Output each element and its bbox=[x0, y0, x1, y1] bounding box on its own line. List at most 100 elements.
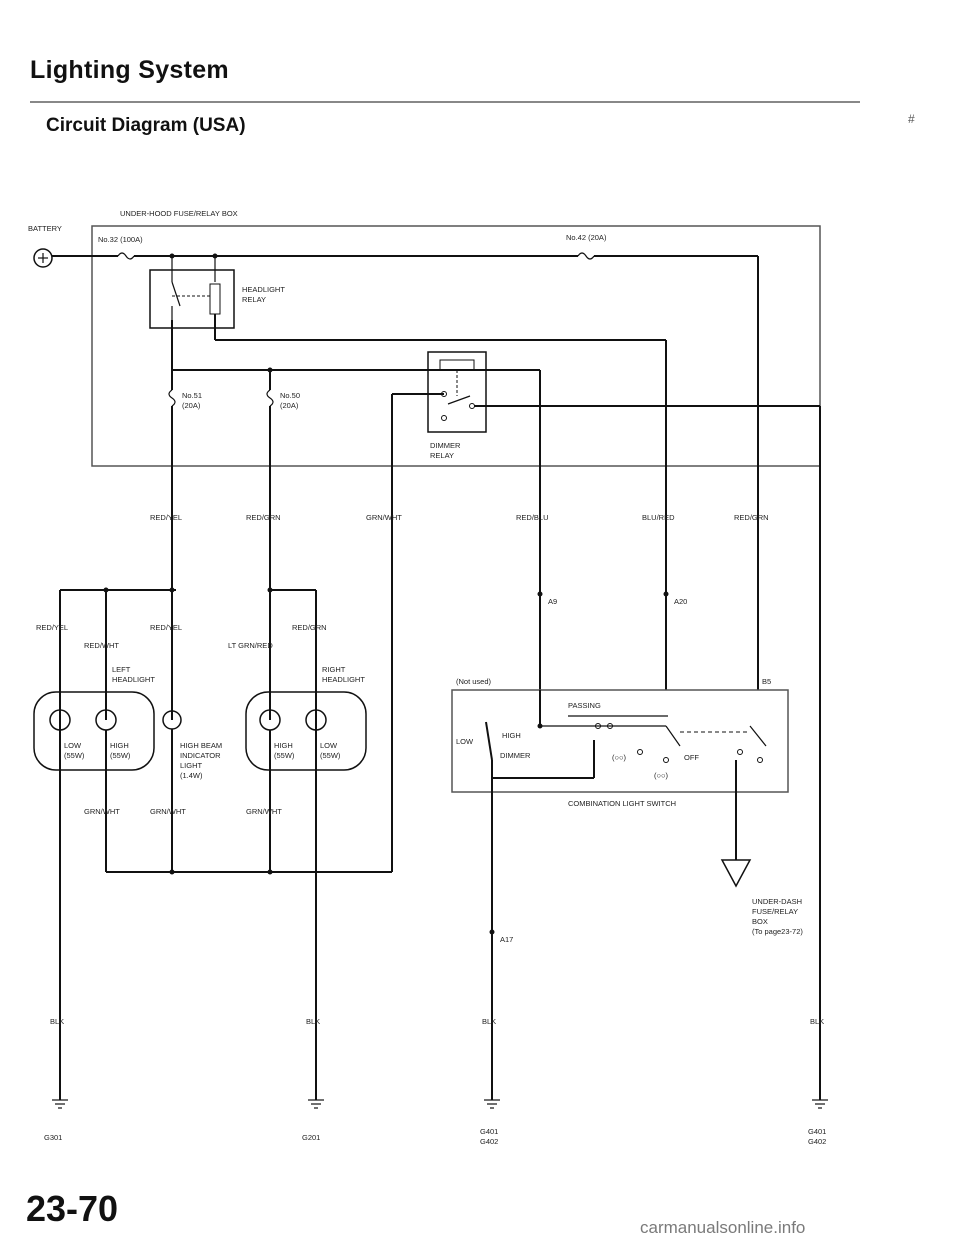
watermark: carmanualsonline.info bbox=[640, 1218, 806, 1237]
ground-symbol-2 bbox=[308, 1099, 324, 1109]
switch-main-contact bbox=[665, 725, 681, 747]
connector-b5: B5 bbox=[762, 677, 771, 686]
headlight-relay-box bbox=[149, 269, 235, 329]
switch-pos1-label: (○○) bbox=[612, 753, 627, 762]
relay-coil bbox=[209, 283, 221, 315]
right-headlight-label-1: RIGHT bbox=[322, 665, 346, 674]
junction-dot bbox=[103, 587, 109, 593]
underdash-label-4: (To page23-72) bbox=[752, 927, 803, 936]
switch-terminal-1 bbox=[595, 723, 601, 729]
ground-g401b-1: G401 bbox=[808, 1127, 826, 1136]
right-low-label-2: (55W) bbox=[320, 751, 341, 760]
label-grn-wht-1: GRN/WHT bbox=[84, 807, 120, 816]
label-red-blu: RED/BLU bbox=[516, 513, 549, 522]
junction-dot bbox=[537, 723, 543, 729]
page-title: Lighting System bbox=[30, 56, 229, 84]
junction-dot bbox=[663, 591, 669, 597]
left-low-label-1: LOW bbox=[64, 741, 82, 750]
section-title: Circuit Diagram (USA) bbox=[46, 115, 246, 136]
bulb-right-low bbox=[305, 709, 327, 731]
left-headlight-label-1: LEFT bbox=[112, 665, 131, 674]
dimmer-terminal-2 bbox=[441, 415, 447, 421]
fuse32-symbol bbox=[117, 252, 135, 260]
junction-dot bbox=[267, 587, 273, 593]
dimmer-relay-box bbox=[427, 351, 487, 433]
ground-g201: G201 bbox=[302, 1133, 320, 1142]
left-headlight-label-2: HEADLIGHT bbox=[112, 675, 155, 684]
fuse42-symbol bbox=[577, 252, 595, 260]
switch-terminal-4 bbox=[663, 757, 669, 763]
indicator-label-2: INDICATOR bbox=[180, 751, 221, 760]
left-low-label-2: (55W) bbox=[64, 751, 85, 760]
junction-dot bbox=[169, 869, 175, 875]
ground-g301: G301 bbox=[44, 1133, 62, 1142]
ground-symbol-3 bbox=[484, 1099, 500, 1109]
combo-switch-label: COMBINATION LIGHT SWITCH bbox=[568, 799, 676, 808]
junction-dot bbox=[169, 587, 175, 593]
dimmer-terminal-3 bbox=[469, 403, 475, 409]
ground-g401b-2: G402 bbox=[808, 1137, 826, 1146]
fuse50-symbol bbox=[266, 389, 274, 407]
right-high-label-2: (55W) bbox=[274, 751, 295, 760]
left-high-label-1: HIGH bbox=[110, 741, 129, 750]
switch-terminal-3 bbox=[637, 749, 643, 755]
label-blk-3: BLK bbox=[482, 1017, 496, 1026]
label-grn-wht-2: GRN/WHT bbox=[150, 807, 186, 816]
fusebox-label: UNDER-HOOD FUSE/RELAY BOX bbox=[120, 209, 238, 218]
left-headlight-housing bbox=[33, 691, 155, 771]
passing-label: PASSING bbox=[568, 701, 601, 710]
battery-symbol bbox=[33, 248, 53, 268]
underdash-label-1: UNDER-DASH bbox=[752, 897, 802, 906]
fuse50-label-1: No.50 bbox=[280, 391, 300, 400]
fuse51-label-2: (20A) bbox=[182, 401, 201, 410]
junction-dot bbox=[169, 253, 175, 259]
junction-dot bbox=[267, 367, 273, 373]
dimmer-coil bbox=[439, 359, 475, 371]
fuse42-label: No.42 (20A) bbox=[566, 233, 607, 242]
right-low-label-1: LOW bbox=[320, 741, 338, 750]
junction-dot bbox=[212, 253, 218, 259]
fuse51-label-1: No.51 bbox=[182, 391, 202, 400]
ground-g401a-2: G402 bbox=[480, 1137, 498, 1146]
left-high-label-2: (55W) bbox=[110, 751, 131, 760]
label-red-grn: RED/GRN bbox=[246, 513, 281, 522]
connector-a20: A20 bbox=[674, 597, 687, 606]
switch-terminal-6 bbox=[757, 757, 763, 763]
label-red-grn-2: RED/GRN bbox=[734, 513, 769, 522]
switch-high-label: HIGH bbox=[502, 731, 521, 740]
label-blk-2: BLK bbox=[306, 1017, 320, 1026]
title-rule bbox=[30, 101, 860, 103]
indicator-label-4: (1.4W) bbox=[180, 771, 203, 780]
switch-dimmer-lever bbox=[485, 721, 493, 761]
headlight-relay-label-2: RELAY bbox=[242, 295, 266, 304]
connector-a17: A17 bbox=[500, 935, 513, 944]
underdash-arrow bbox=[720, 859, 752, 888]
combo-switch-box bbox=[451, 689, 789, 793]
switch-terminal-2 bbox=[607, 723, 613, 729]
label-red-grn-right: RED/GRN bbox=[292, 623, 327, 632]
label-lt-grn-red: LT GRN/RED bbox=[228, 641, 273, 650]
page-number: 23-70 bbox=[26, 1188, 119, 1229]
label-red-yel: RED/YEL bbox=[150, 513, 182, 522]
switch-light-contact bbox=[749, 725, 767, 747]
junction-dot bbox=[537, 591, 543, 597]
dimmer-relay-label-1: DIMMER bbox=[430, 441, 461, 450]
label-blu-red: BLU/RED bbox=[642, 513, 675, 522]
fuse50-label-2: (20A) bbox=[280, 401, 299, 410]
headlight-relay-label-1: HEADLIGHT bbox=[242, 285, 285, 294]
ground-symbol-4 bbox=[812, 1099, 828, 1109]
fuse51-symbol bbox=[168, 389, 176, 407]
fusebox-outline bbox=[91, 225, 821, 467]
switch-off-label: OFF bbox=[684, 753, 699, 762]
right-headlight-label-2: HEADLIGHT bbox=[322, 675, 365, 684]
label-blk-1: BLK bbox=[50, 1017, 64, 1026]
ground-g401a-1: G401 bbox=[480, 1127, 498, 1136]
junction-dot bbox=[489, 929, 495, 935]
ground-symbol-1 bbox=[52, 1099, 68, 1109]
label-blk-4: BLK bbox=[810, 1017, 824, 1026]
switch-pos2-label: (○○) bbox=[654, 771, 669, 780]
corner-mark: # bbox=[908, 112, 915, 126]
label-red-wht: RED/WHT bbox=[84, 641, 119, 650]
label-red-yel-left: RED/YEL bbox=[36, 623, 68, 632]
switch-low-label: LOW bbox=[456, 737, 474, 746]
